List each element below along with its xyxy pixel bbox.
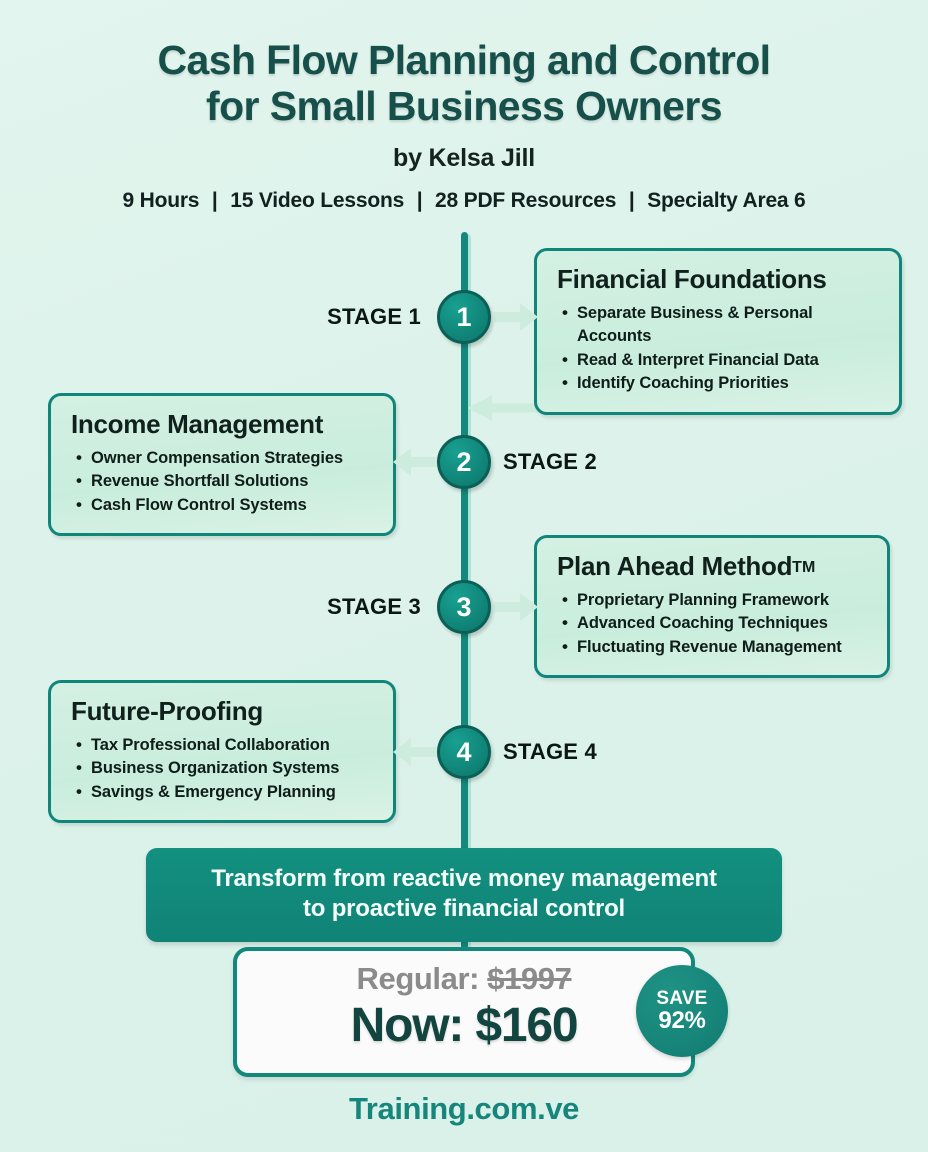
arrow-stage1-to-box [494, 303, 538, 331]
page-title-line-1: Cash Flow Planning and Control [157, 37, 772, 83]
meta-separator-2: | [416, 188, 423, 212]
stage-box-4-list: Tax Professional Collaboration Business … [71, 733, 373, 805]
course-meta: 9 Hours | 15 Video Lessons | 28 PDF Reso… [0, 189, 928, 213]
list-item: Business Organization Systems [76, 756, 373, 781]
meta-resources: 28 PDF Resources [435, 188, 617, 212]
stage-box-3-title: Plan Ahead MethodTM [557, 551, 867, 582]
list-item: Fluctuating Revenue Management [562, 635, 867, 660]
stage-label-4: STAGE 4 [503, 739, 597, 764]
stage-box-2-list: Owner Compensation Strategies Revenue Sh… [71, 446, 373, 518]
stage-box-1: Financial Foundations Separate Business … [534, 248, 902, 415]
list-item: Identify Coaching Priorities [562, 371, 879, 396]
stage-box-3: Plan Ahead MethodTM Proprietary Planning… [534, 535, 890, 679]
list-item: Owner Compensation Strategies [76, 446, 373, 471]
regular-price-label: Regular: [356, 961, 480, 996]
current-price: Now: $160 [237, 998, 691, 1053]
stage-box-4: Future-Proofing Tax Professional Collabo… [48, 680, 396, 824]
stage-box-3-title-text: Plan Ahead Method [557, 551, 793, 581]
stage-marker-1[interactable]: 1 [437, 290, 491, 344]
stage-label-3: STAGE 3 [327, 594, 421, 619]
list-item: Cash Flow Control Systems [76, 493, 373, 518]
page-title-line-2: for Small Business Owners [206, 82, 723, 129]
price-box: Regular: $1997 Now: $160 [233, 947, 695, 1077]
current-price-label: Now: [350, 999, 465, 1052]
transform-banner: Transform from reactive money management… [146, 848, 782, 943]
meta-separator-3: | [628, 188, 635, 212]
stage-box-2: Income Management Owner Compensation Str… [48, 393, 396, 537]
stage-marker-4[interactable]: 4 [437, 725, 491, 779]
save-badge: SAVE 92% [636, 965, 728, 1057]
timeline-spine-lower [461, 905, 468, 985]
arrow-stage3-to-box [494, 593, 538, 621]
meta-separator-1: | [211, 188, 218, 212]
meta-specialty: Specialty Area 6 [647, 188, 806, 212]
list-item: Separate Business & Personal Accounts [562, 301, 879, 349]
stage-box-4-title: Future-Proofing [71, 696, 263, 726]
regular-price: Regular: $1997 [237, 961, 691, 997]
stage-marker-2[interactable]: 2 [437, 435, 491, 489]
arrow-stage2-to-box [393, 448, 437, 476]
stage-box-1-title: Financial Foundations [557, 264, 827, 294]
stage-label-1: STAGE 1 [327, 304, 421, 329]
save-badge-percent: 92% [658, 1007, 706, 1035]
current-price-value: $160 [475, 999, 578, 1052]
trademark-mark: TM [792, 559, 816, 576]
save-badge-word: SAVE [656, 987, 708, 1009]
list-item: Advanced Coaching Techniques [562, 611, 867, 636]
header: Cash Flow Planning and Control for Small… [0, 37, 928, 213]
list-item: Read & Interpret Financial Data [562, 348, 879, 373]
author-byline: by Kelsa Jill [393, 143, 535, 172]
stage-marker-3[interactable]: 3 [437, 580, 491, 634]
arrow-stage4-to-box [393, 738, 437, 766]
list-item: Tax Professional Collaboration [76, 733, 373, 758]
list-item: Revenue Shortfall Solutions [76, 469, 373, 494]
page-title: Cash Flow Planning and Control for Small… [0, 37, 928, 130]
stage-box-1-list: Separate Business & Personal Accounts Re… [557, 301, 879, 396]
stage-label-2: STAGE 2 [503, 449, 597, 474]
footer-site-url[interactable]: Training.com.ve [348, 1091, 579, 1126]
stage-box-3-list: Proprietary Planning Framework Advanced … [557, 588, 867, 660]
transform-banner-line-1: Transform from reactive money management [211, 865, 717, 892]
regular-price-value: $1997 [487, 961, 572, 996]
list-item: Savings & Emergency Planning [76, 780, 373, 805]
meta-lessons: 15 Video Lessons [230, 188, 405, 212]
transform-banner-line-2: to proactive financial control [302, 895, 626, 923]
stage-box-2-title: Income Management [71, 409, 324, 439]
meta-hours: 9 Hours [122, 188, 200, 212]
list-item: Proprietary Planning Framework [562, 588, 867, 613]
